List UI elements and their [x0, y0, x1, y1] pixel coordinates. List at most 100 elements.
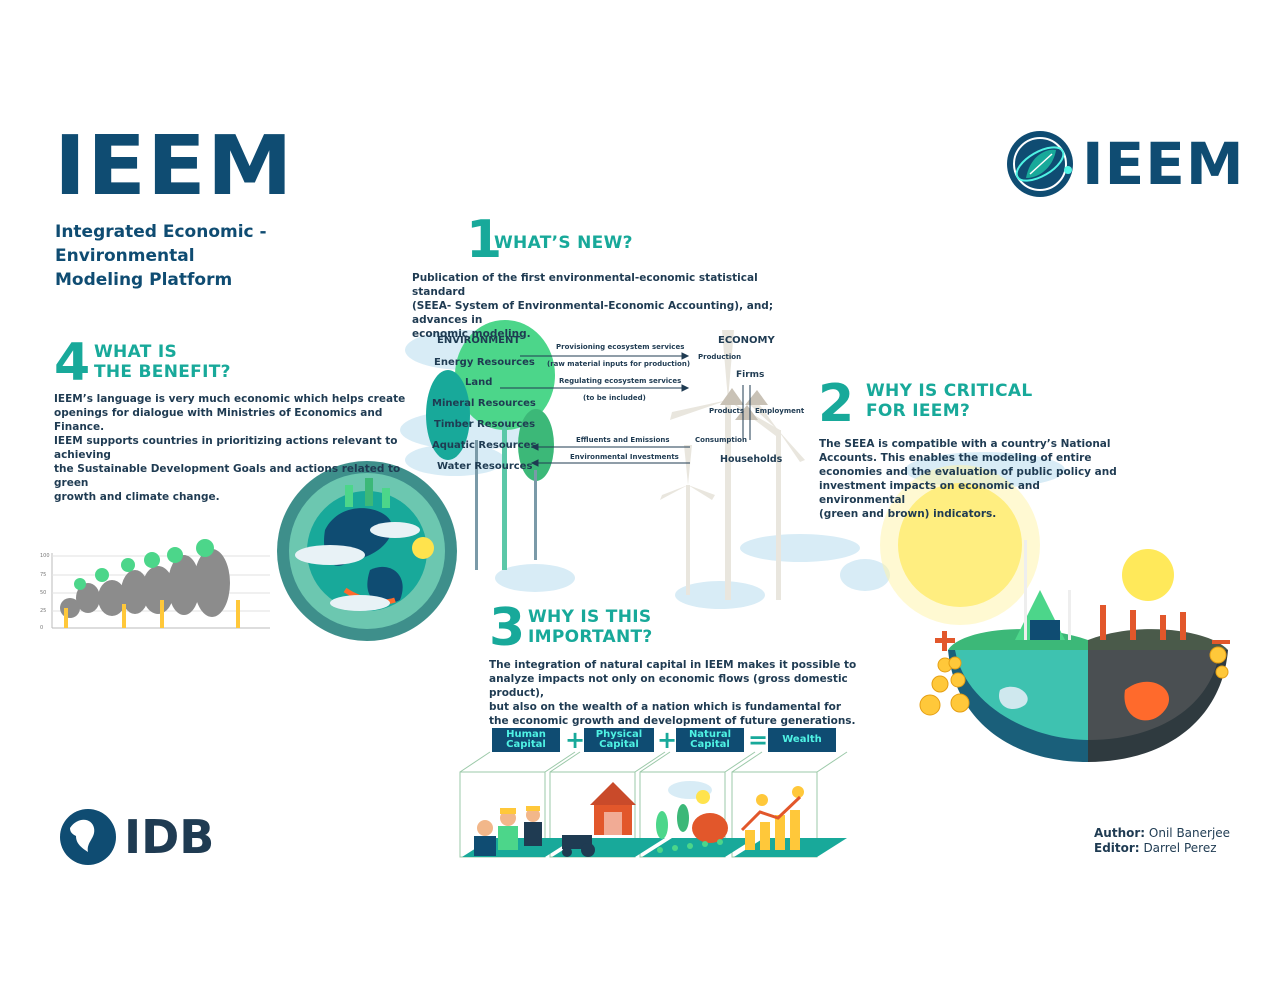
plus-sign: +: [657, 726, 678, 754]
section-4-body-line: IEEM supports countries in prioritizing …: [54, 435, 398, 461]
flow-investments: Environmental Investments: [570, 453, 679, 461]
economy-products: Products: [709, 407, 745, 415]
section-4-body: IEEM’s language is very much economic wh…: [54, 392, 414, 504]
plus-sign-shape: [935, 631, 1230, 651]
y-tick: 0: [40, 625, 44, 631]
section-3-body-line: analyze impacts not only on economic flo…: [489, 673, 848, 699]
section-2-number: 2: [818, 374, 855, 434]
env-item-energy: Energy Resources: [434, 357, 535, 368]
section-1-title: WHAT’S NEW?: [494, 233, 633, 253]
idb-globe-icon: [60, 809, 116, 865]
editor-label: Editor:: [1094, 841, 1140, 855]
author-label: Author:: [1094, 826, 1146, 840]
env-item-timber: Timber Resources: [434, 419, 536, 430]
economy-heading: ECONOMY: [718, 335, 775, 346]
y-tick: 75: [40, 572, 47, 578]
section-4-title: WHAT IS THE BENEFIT?: [94, 342, 231, 382]
ieem-logo: IEEM: [1002, 128, 1244, 200]
logo-wordmark: IEEM: [1082, 130, 1245, 198]
economy-production: Production: [698, 353, 742, 361]
subtitle-line-1: Integrated Economic - Environmental: [55, 222, 267, 266]
flow-provisioning: Provisioning ecosystem services: [556, 343, 685, 351]
flow-effluents: Effluents and Emissions: [576, 436, 670, 444]
section-2-title: WHY IS CRITICAL FOR IEEM?: [866, 381, 1032, 421]
section-2-body-line: The SEEA is compatible with a country’s …: [819, 438, 1111, 450]
section-4-body-line: growth and climate change.: [54, 491, 220, 503]
env-item-aquatic: Aquatic Resources: [432, 440, 537, 451]
section-4-number: 4: [54, 333, 91, 393]
section-1-body-line: Publication of the first environmental-e…: [412, 272, 758, 298]
flow-provisioning-sub: (raw material inputs for production): [547, 360, 691, 368]
tree-growth-chart: [51, 539, 270, 629]
flow-regulating: Regulating ecosystem services: [559, 377, 682, 385]
section-2-body-line: economies and the evaluation of public p…: [819, 466, 1117, 478]
human-capital-line: Capital: [506, 739, 546, 750]
page-subtitle: Integrated Economic - Environmental Mode…: [55, 220, 395, 292]
y-tick: 25: [40, 608, 47, 614]
section-2-body-line: investment impacts on economic and envir…: [819, 480, 1040, 506]
capital-floor-shape: [462, 838, 847, 857]
globe-logo-icon: [1007, 131, 1073, 197]
author-line: Author: Onil Banerjee: [1094, 826, 1230, 841]
natural-capital-line: Capital: [690, 739, 730, 750]
editor-name: Darrel Perez: [1143, 841, 1217, 855]
credits: Author: Onil Banerjee Editor: Darrel Per…: [1094, 826, 1230, 856]
section-1-body-line: economic modeling.: [412, 328, 531, 340]
env-item-water: Water Resources: [437, 461, 533, 472]
rock-shape: [720, 388, 768, 420]
section-3-body-line: but also on the wealth of a nation which…: [489, 701, 842, 713]
y-tick: 100: [40, 553, 50, 559]
earth-split-illustration: [880, 465, 1230, 762]
human-capital-line: Human: [506, 729, 546, 740]
editor-line: Editor: Darrel Perez: [1094, 841, 1230, 856]
section-2-body-line: Accounts. This enables the modeling of e…: [819, 452, 1092, 464]
section-2-body: The SEEA is compatible with a country’s …: [819, 437, 1119, 521]
flow-regulating-sub: (to be included): [583, 394, 646, 402]
nature-shape: [656, 781, 728, 853]
section-3-body-line: the economic growth and development of f…: [489, 715, 856, 727]
economy-firms: Firms: [736, 370, 765, 380]
earth-globe-illustration: [277, 461, 457, 641]
economy-households: Households: [720, 454, 783, 465]
economy-employment: Employment: [755, 407, 805, 415]
section-3-number: 3: [489, 598, 526, 658]
physical-capital-line: Physical: [595, 729, 643, 740]
coin-stack-shape: [919, 646, 1229, 716]
economy-consumption: Consumption: [695, 436, 747, 444]
natural-capital-line: Natural: [688, 729, 732, 740]
section-3-title: WHY IS THIS IMPORTANT?: [528, 607, 653, 647]
idb-wordmark: IDB: [124, 810, 215, 864]
section-3-title-line: WHY IS THIS: [528, 607, 652, 627]
idb-logo: IDB: [58, 808, 218, 866]
equals-sign: =: [748, 726, 769, 754]
section-4-title-line: THE BENEFIT?: [94, 362, 231, 382]
section-3-title-line: IMPORTANT?: [528, 627, 653, 647]
section-3-body: The integration of natural capital in IE…: [489, 658, 869, 728]
environment-heading: ENVIRONMENT: [437, 335, 521, 346]
people-shape: [474, 806, 542, 856]
section-1-body: Publication of the first environmental-e…: [412, 271, 792, 341]
wind-turbine-shape: [660, 330, 805, 600]
author-name: Onil Banerjee: [1148, 826, 1231, 840]
section-2-title-line: WHY IS CRITICAL: [866, 381, 1033, 401]
wealth-label: Wealth: [768, 728, 836, 752]
plus-sign: +: [565, 726, 586, 754]
wealth-shape: [740, 786, 804, 850]
section-3-body-line: The integration of natural capital in IE…: [489, 659, 857, 671]
env-item-land: Land: [465, 377, 493, 388]
section-4-body-line: openings for dialogue with Ministries of…: [54, 407, 383, 433]
physical-capital-line: Capital: [599, 739, 639, 750]
subtitle-line-2: Modeling Platform: [55, 270, 233, 290]
section-2-title-line: FOR IEEM?: [866, 401, 971, 421]
section-4-body-line: IEEM’s language is very much economic wh…: [54, 393, 406, 405]
section-1-number: 1: [466, 210, 503, 270]
env-item-mineral: Mineral Resources: [432, 398, 536, 409]
diagram-arrows: [500, 352, 751, 467]
section-1-body-line: (SEEA- System of Environmental-Economic …: [412, 300, 774, 326]
page-title: IEEM: [54, 119, 294, 214]
section-2-body-line: (green and brown) indicators.: [819, 508, 997, 520]
